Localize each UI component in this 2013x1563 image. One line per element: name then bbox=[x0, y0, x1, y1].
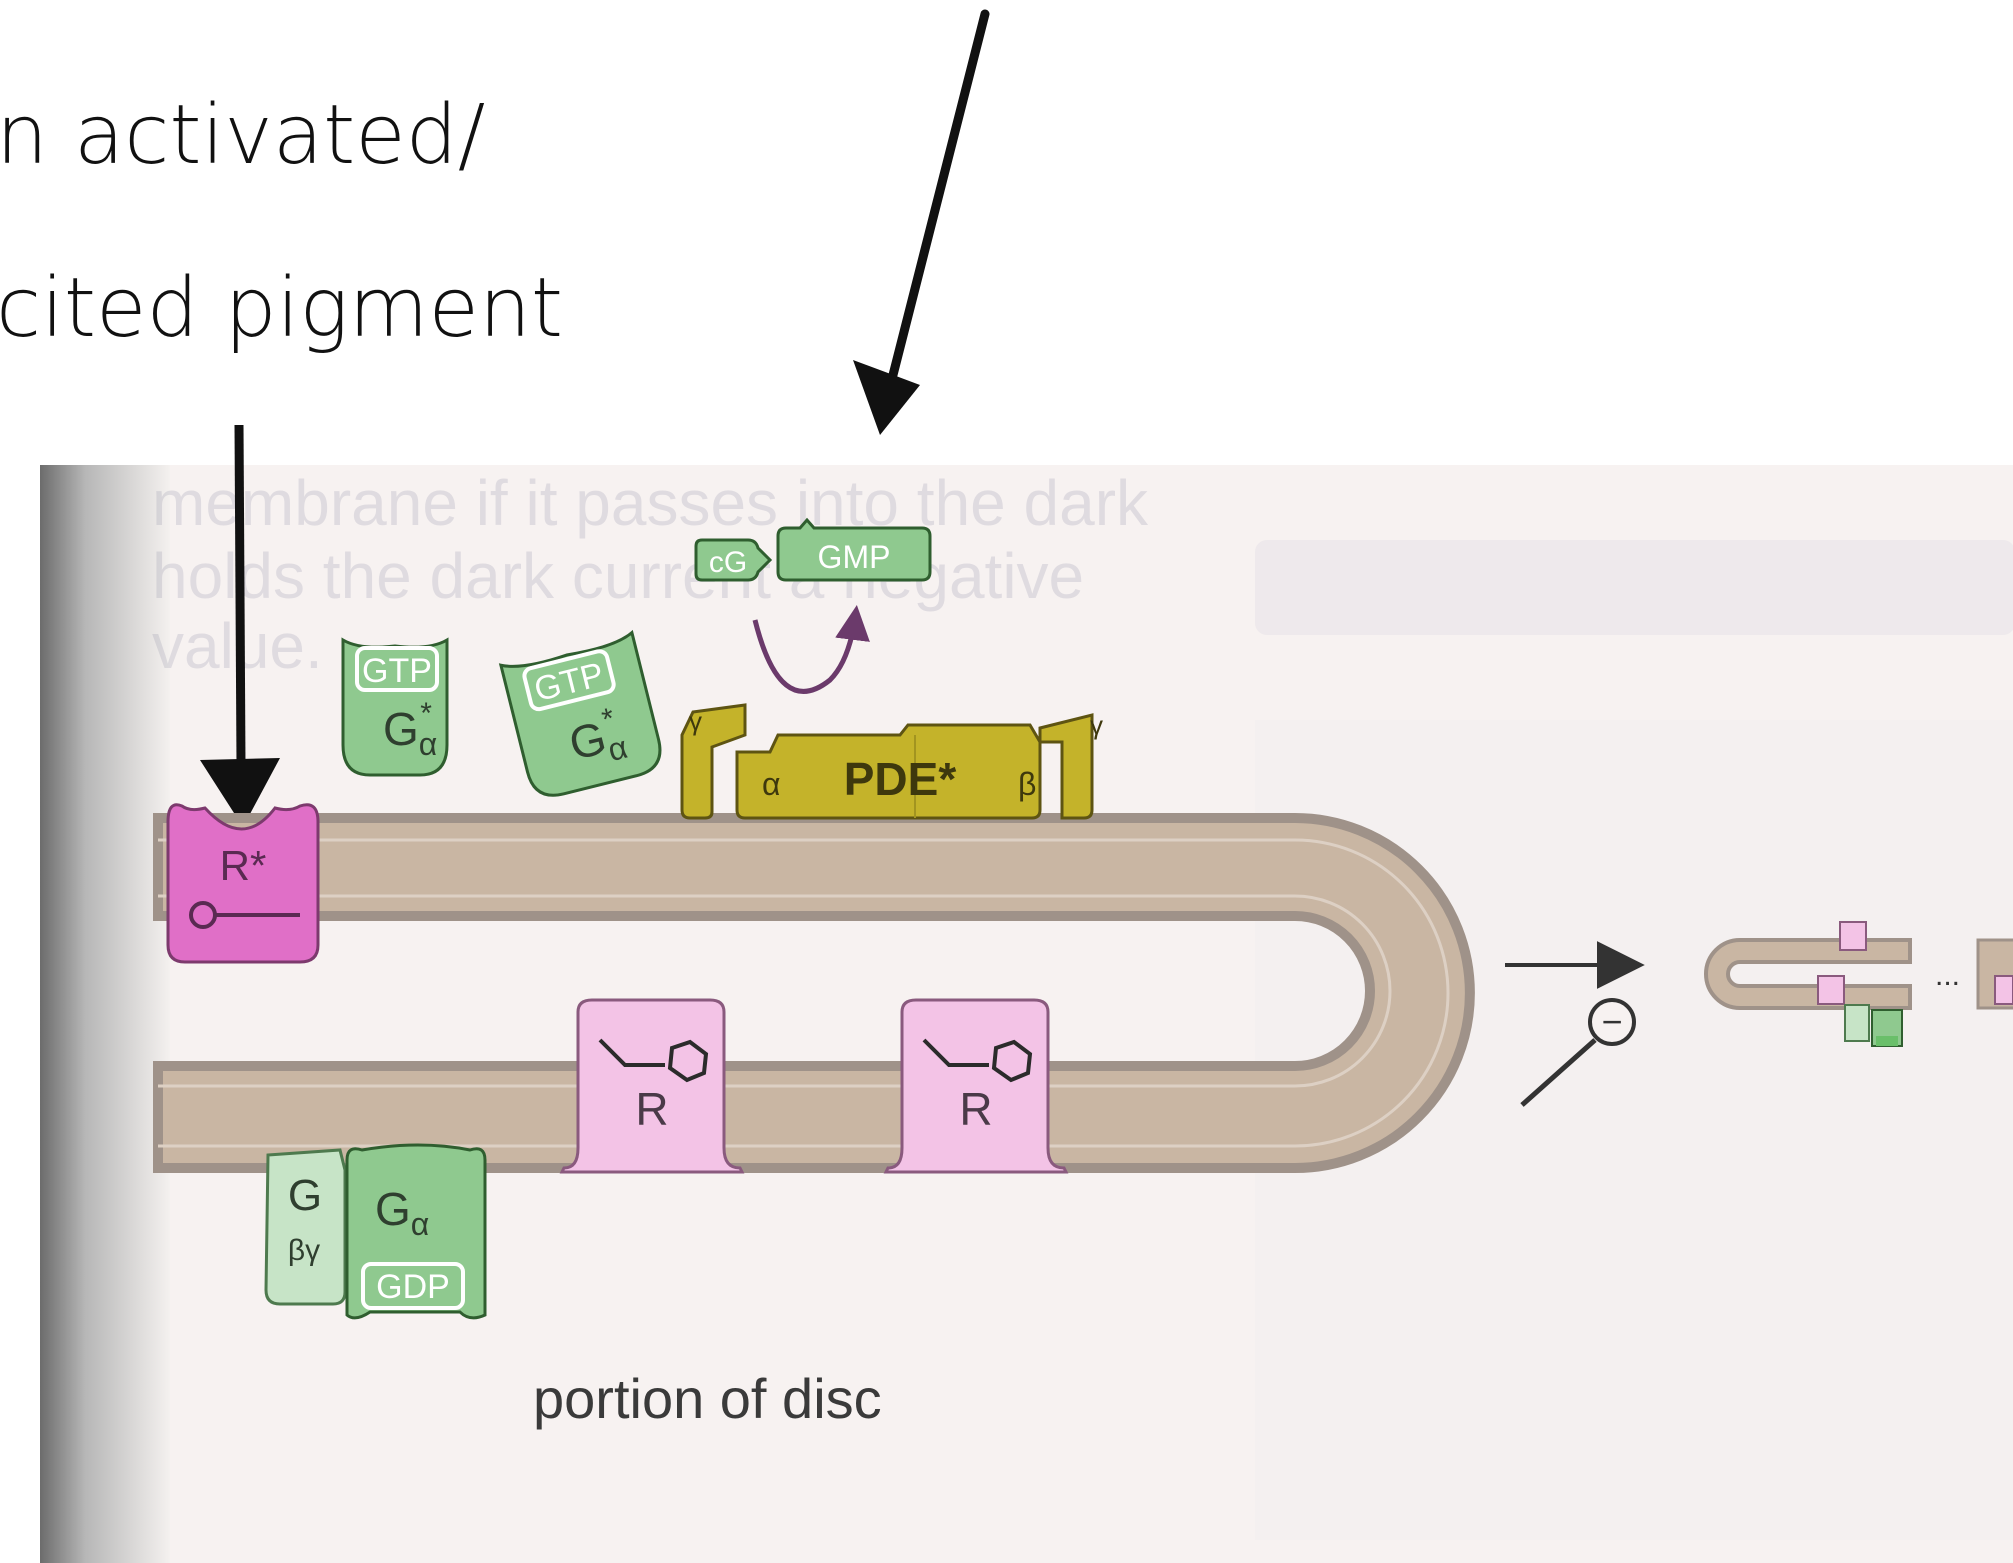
hand-drawn-arrow-rhodopsin bbox=[200, 424, 280, 827]
small-rhodopsin-top bbox=[1839, 921, 1867, 951]
cgmp-hydrolysis: cG GMP bbox=[694, 517, 932, 694]
small-transducin-gdp bbox=[1876, 1036, 1898, 1046]
gdp-label: GDP bbox=[376, 1268, 450, 1306]
small-transducin-a bbox=[1844, 1004, 1870, 1042]
inhibition-arrow: − bbox=[1505, 941, 1645, 1107]
rhodopsin-inactive-1: R bbox=[559, 998, 745, 1174]
hydrolysis-arrow bbox=[752, 605, 870, 694]
galpha-star-label-1: Gα* bbox=[383, 697, 437, 762]
r-label-1: R bbox=[635, 1083, 668, 1135]
small-rhodopsin-edge bbox=[1994, 975, 2013, 1005]
gtp-label-1: GTP bbox=[362, 652, 432, 690]
small-rhodopsin-bottom bbox=[1817, 975, 1845, 1005]
cg-label: cG bbox=[709, 546, 747, 579]
transducin-alpha-active-2: GTP Gα* bbox=[498, 629, 662, 797]
bleed-text-1: membrane if it passes into the dark bbox=[152, 467, 1149, 539]
transducin-alpha-active-1: GTP Gα* bbox=[341, 637, 449, 777]
inhibit-handle bbox=[1520, 1038, 1597, 1107]
beta-gamma-label: βγ bbox=[288, 1234, 320, 1267]
pde-label: PDE* bbox=[844, 753, 957, 805]
bleed-text-2: holds the dark current a negative bbox=[152, 540, 1084, 612]
ellipsis: ... bbox=[1935, 959, 1960, 992]
pde-alpha-label: α bbox=[762, 766, 781, 802]
small-disc: ... bbox=[1704, 921, 2013, 1047]
hand-drawn-arrow-pde bbox=[853, 9, 990, 435]
g-label-beta-gamma: G bbox=[288, 1171, 322, 1220]
r-label-2: R bbox=[959, 1083, 992, 1135]
gtp-badge-1 bbox=[355, 646, 439, 692]
gmp-badge bbox=[776, 517, 932, 582]
transducin-alpha-inactive: Gα GDP bbox=[345, 1143, 487, 1320]
retinal-ring-1 bbox=[667, 1039, 709, 1083]
retinal-kinked-1 bbox=[598, 1038, 665, 1067]
annotation-line-1: n activated/ bbox=[0, 88, 486, 183]
annotation-line-2: cited pigment bbox=[0, 261, 564, 356]
inhibit-sign: − bbox=[1601, 1001, 1622, 1042]
page-spine-shadow bbox=[40, 465, 170, 1563]
cg-badge bbox=[694, 538, 773, 582]
retinal-kinked-2 bbox=[922, 1038, 989, 1067]
bleed-figure-bar bbox=[1255, 540, 2013, 635]
gdp-badge bbox=[361, 1262, 465, 1310]
activated-rhodopsin: R* bbox=[166, 803, 320, 964]
rhodopsin-inactive-2: R bbox=[883, 998, 1069, 1174]
g-alpha-label: Gα bbox=[375, 1183, 429, 1242]
phosphodiesterase-active: γ α PDE* β γ bbox=[680, 703, 1103, 820]
retinal-ring-2 bbox=[991, 1039, 1033, 1083]
pde-gamma-right: γ bbox=[1090, 710, 1103, 740]
disc-membrane bbox=[153, 813, 1475, 1173]
figure-caption: portion of disc bbox=[533, 1367, 882, 1430]
gmp-label: GMP bbox=[818, 539, 891, 575]
gtp-badge-2 bbox=[522, 649, 616, 712]
bleed-through-text: membrane if it passes into the dark hold… bbox=[152, 467, 1149, 682]
rstar-label: R* bbox=[220, 842, 267, 889]
pde-beta-label: β bbox=[1018, 766, 1036, 802]
pde-gamma-left: γ bbox=[689, 706, 702, 736]
transducin-beta-gamma: G βγ bbox=[264, 1148, 347, 1306]
inhibit-circle bbox=[1588, 998, 1636, 1046]
